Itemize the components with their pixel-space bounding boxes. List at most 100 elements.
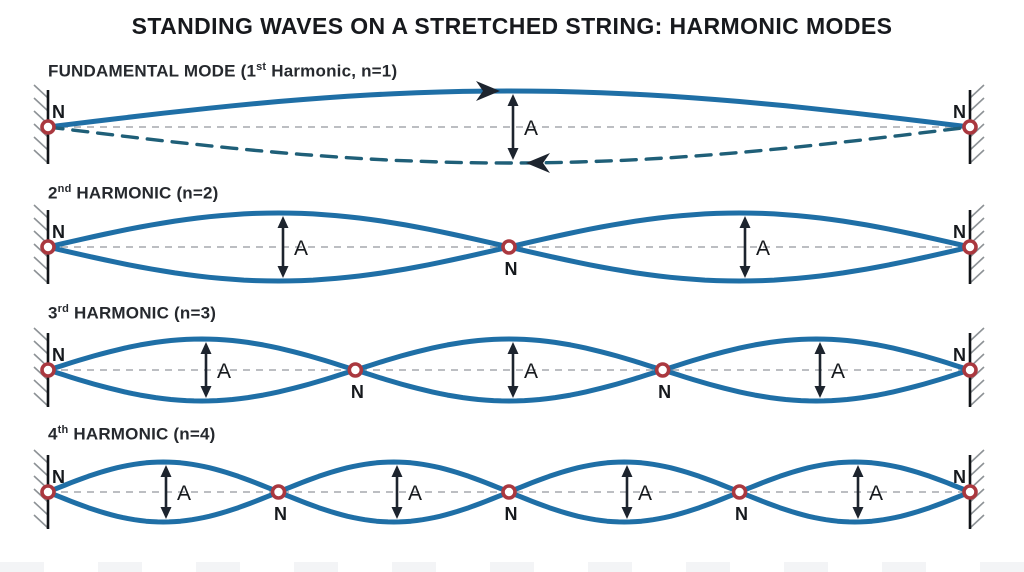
section-label-text: 4 xyxy=(48,424,58,444)
wall-hatch xyxy=(969,514,985,529)
node-label: N xyxy=(351,382,364,402)
section-label-text: HARMONIC (n=3) xyxy=(69,303,217,323)
node-marker xyxy=(501,239,517,255)
node-marker xyxy=(501,484,517,500)
node-label: N xyxy=(52,345,65,365)
wall-hatch xyxy=(969,462,985,477)
node-marker xyxy=(962,119,978,135)
wall-hatch xyxy=(33,123,49,138)
wall-hatch xyxy=(33,462,49,477)
harmonic-group-third-harmonic: A A A N N N N xyxy=(33,327,985,407)
wall-hatch xyxy=(33,243,49,258)
amplitude-arrowhead-down xyxy=(739,266,751,278)
direction-arrowhead-right xyxy=(476,81,500,101)
wall-hatch xyxy=(969,136,985,151)
wall-hatch xyxy=(33,269,49,284)
amplitude-arrowhead-up xyxy=(160,465,172,477)
amplitude-label: A xyxy=(177,482,191,505)
amplitude-arrowhead-up xyxy=(507,342,519,354)
wall-hatch xyxy=(969,256,985,271)
wall-hatch xyxy=(33,84,49,99)
node-label: N xyxy=(505,504,518,524)
wall-hatch xyxy=(969,488,985,503)
node-label: N xyxy=(658,382,671,402)
node-label: N xyxy=(953,467,966,487)
section-label-text: FUNDAMENTAL MODE (1 xyxy=(48,61,257,81)
ordinal-superscript: nd xyxy=(57,183,72,195)
wall-hatch xyxy=(33,149,49,164)
wall-hatch xyxy=(33,449,49,464)
amplitude-arrowhead-down xyxy=(507,148,519,160)
wall-hatch xyxy=(33,340,49,355)
diagram-title: STANDING WAVES ON A STRETCHED STRING: HA… xyxy=(131,13,893,39)
amplitude-arrowhead-up xyxy=(277,216,289,228)
amplitude-arrowhead-up xyxy=(507,94,519,106)
node-marker xyxy=(40,484,56,500)
wall-hatch xyxy=(969,243,985,258)
wall-hatch xyxy=(33,327,49,342)
wall-hatch xyxy=(969,379,985,394)
amplitude-label: A xyxy=(217,360,231,383)
wave-curve-mirror-dashed xyxy=(46,125,972,165)
node-marker xyxy=(40,119,56,135)
node-label: N xyxy=(953,102,966,122)
amplitude-arrowhead-down xyxy=(277,266,289,278)
section-label-fundamental: FUNDAMENTAL MODE (1st Harmonic, n=1) xyxy=(48,61,397,82)
amplitude-label: A xyxy=(524,360,538,383)
section-label-text: Harmonic, n=1) xyxy=(266,61,398,81)
amplitude-label: A xyxy=(756,237,770,260)
wall-hatch xyxy=(33,136,49,151)
amplitude-arrowhead-down xyxy=(814,386,826,398)
node-marker xyxy=(731,484,748,500)
wall-hatch xyxy=(969,84,985,99)
node-marker xyxy=(962,362,978,378)
node-label: N xyxy=(953,345,966,365)
node-label: N xyxy=(735,504,748,524)
wall-hatch xyxy=(33,392,49,407)
amplitude-label: A xyxy=(831,360,845,383)
ordinal-superscript: st xyxy=(256,61,267,73)
amplitude-arrowhead-up xyxy=(200,342,212,354)
node-marker xyxy=(40,362,56,378)
node-marker xyxy=(962,484,978,500)
amplitude-arrowhead-down xyxy=(160,507,172,519)
section-label-text: HARMONIC (n=4) xyxy=(68,424,216,444)
wall-hatch xyxy=(969,366,985,381)
wall-hatch xyxy=(969,340,985,355)
wall-hatch xyxy=(969,501,985,516)
node-marker xyxy=(40,239,56,255)
amplitude-arrowhead-up xyxy=(621,465,633,477)
wall-hatch xyxy=(33,379,49,394)
node-marker xyxy=(347,362,364,378)
wall-hatch xyxy=(33,501,49,516)
wall-hatch xyxy=(969,392,985,407)
amplitude-label: A xyxy=(869,482,883,505)
section-label-fourth-harmonic: 4th HARMONIC (n=4) xyxy=(48,424,215,445)
wall-hatch xyxy=(33,204,49,219)
wall-hatch xyxy=(969,327,985,342)
node-label: N xyxy=(52,102,65,122)
amplitude-arrowhead-down xyxy=(621,507,633,519)
section-label-text: HARMONIC (n=2) xyxy=(71,183,219,203)
wall-hatch xyxy=(969,269,985,284)
wall-hatch xyxy=(33,217,49,232)
bottom-edge-artifact xyxy=(0,562,1024,572)
amplitude-arrowhead-down xyxy=(507,386,519,398)
wall-hatch xyxy=(969,449,985,464)
node-label: N xyxy=(505,259,518,279)
amplitude-label: A xyxy=(294,237,308,260)
amplitude-label: A xyxy=(524,117,538,140)
wave-curve-upper xyxy=(45,88,973,130)
amplitude-arrowhead-down xyxy=(391,507,403,519)
amplitude-label: A xyxy=(408,482,422,505)
section-label-second-harmonic: 2nd HARMONIC (n=2) xyxy=(48,183,219,204)
wall-hatch xyxy=(33,514,49,529)
wall-hatch xyxy=(969,149,985,164)
section-label-text: 3 xyxy=(48,303,58,323)
wall-hatch xyxy=(33,97,49,112)
section-label-third-harmonic: 3rd HARMONIC (n=3) xyxy=(48,303,216,324)
